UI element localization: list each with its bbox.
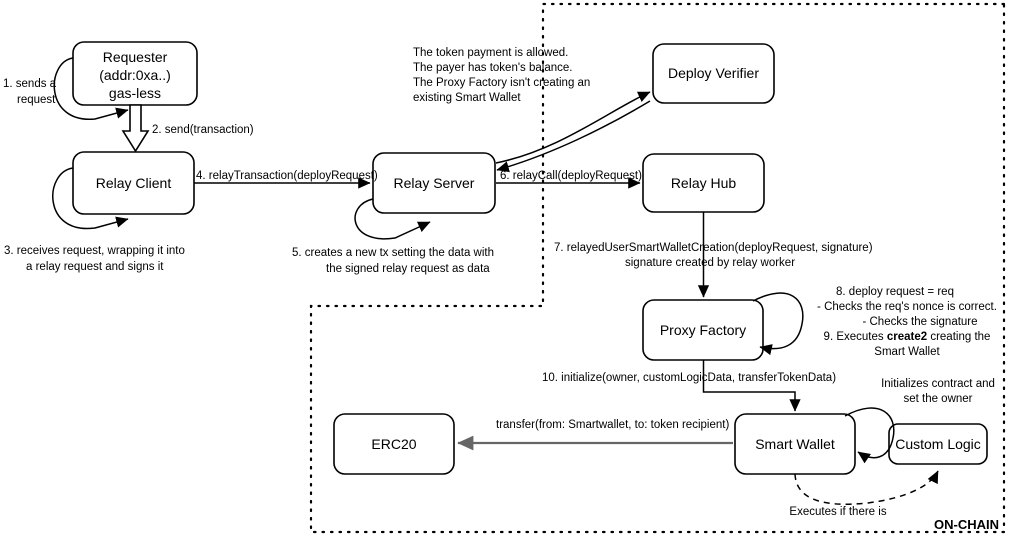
edge-label-step5-line1: 5. creates a new tx setting the data wit… [292, 247, 494, 259]
edge-label-step5-line2: the signed relay request as data [326, 263, 490, 275]
node-relay-server-label: Relay Server [394, 175, 475, 191]
edge-label-step3-line2: a relay request and signs it [26, 261, 164, 273]
node-relay-hub-label: Relay Hub [671, 175, 737, 191]
edge-proxy-factory-self-loop [752, 292, 804, 356]
edge-smart-wallet-self-loop [844, 407, 895, 464]
node-erc20[interactable]: ERC20 [333, 413, 455, 475]
note-factory-line4-pre: 9. Executes [824, 331, 887, 343]
node-relay-server-shape [372, 152, 496, 214]
on-chain-zone-label: ON-CHAIN [934, 517, 999, 532]
edge-label-step1-line1: 1. sends a [3, 78, 57, 90]
edge-label-step3-line1: 3. receives request, wrapping it into [4, 245, 185, 257]
node-requester[interactable]: Requester (addr:0xa..) gas-less [72, 41, 198, 106]
node-proxy-factory-label: Proxy Factory [660, 322, 746, 338]
note-verifier-line1: The token payment is allowed. [413, 47, 568, 59]
note-factory-line5: Smart Wallet [874, 346, 940, 358]
node-deploy-verifier-shape [652, 43, 775, 104]
edge-deploy-verifier-to-relay-server [496, 100, 651, 173]
edge-label-step1-line2: request [17, 94, 56, 106]
edge-label-step4: 4. relayTransaction(deployRequest) [196, 170, 378, 182]
note-custom-logic-line1: Initializes contract and [881, 378, 995, 390]
edge-proxy-factory-to-smart-wallet [702, 360, 801, 412]
note-factory-line4-post: creating the [927, 331, 990, 343]
node-requester-label-line2: (addr:0xa..) [99, 67, 171, 83]
node-smart-wallet[interactable]: Smart Wallet [734, 413, 856, 475]
node-erc20-shape [333, 413, 455, 475]
node-deploy-verifier-label: Deploy Verifier [668, 65, 759, 81]
hollow-arrow-shape [121, 104, 150, 153]
node-relay-hub[interactable]: Relay Hub [642, 153, 765, 213]
edge-requester-to-relay-client [121, 104, 150, 153]
edge-label-step10: 10. initialize(owner, customLogicData, t… [542, 372, 836, 384]
note-factory-line1: 8. deploy request = req [836, 286, 954, 298]
edge-requester-self-loop [53, 57, 129, 120]
note-factory-line2: - Checks the req's nonce is correct. [817, 301, 997, 313]
edge-label-executes-if: Executes if there is [789, 506, 886, 518]
edge-label-transfer: transfer(from: Smartwallet, to: token re… [496, 419, 729, 431]
node-custom-logic[interactable]: Custom Logic [888, 423, 988, 465]
node-custom-logic-shape [888, 423, 988, 465]
node-relay-client[interactable]: Relay Client [72, 151, 195, 215]
node-relay-client-label: Relay Client [96, 175, 172, 191]
node-deploy-verifier[interactable]: Deploy Verifier [652, 43, 775, 104]
node-custom-logic-label: Custom Logic [895, 436, 981, 452]
node-requester-label-line1: Requester [103, 49, 168, 65]
edge-label-step7-line2: signature created by relay worker [625, 257, 795, 269]
note-factory-line3: - Checks the signature [862, 316, 977, 328]
edge-label-step2: 2. send(transaction) [152, 124, 254, 136]
edge-relay-server-to-deploy-verifier [495, 91, 651, 164]
edge-relay-server-self-loop [354, 198, 431, 240]
note-verifier-line2: The payer has token's balance. [413, 62, 572, 74]
note-custom-logic-line2: set the owner [903, 393, 972, 405]
node-erc20-label: ERC20 [371, 436, 416, 452]
edge-relay-client-self-loop [52, 167, 129, 230]
edge-label-step6: 6. relayCall(deployRequest) [500, 170, 642, 182]
edge-smart-wallet-to-custom-logic [794, 470, 939, 505]
note-verifier-line3: The Proxy Factory isn't creating an [413, 77, 590, 89]
note-factory-line4-bold: create2 [887, 331, 927, 343]
node-smart-wallet-label: Smart Wallet [755, 436, 835, 452]
node-proxy-factory[interactable]: Proxy Factory [642, 299, 764, 361]
note-verifier-line4: existing Smart Wallet [413, 92, 521, 104]
edge-label-step7-line1: 7. relayedUserSmartWalletCreation(deploy… [554, 242, 873, 254]
node-relay-server[interactable]: Relay Server [372, 152, 496, 214]
node-requester-label-line3: gas-less [109, 85, 161, 101]
on-chain-zone-border [309, 2, 1006, 534]
note-factory-line4: 9. Executes create2 creating the [824, 331, 991, 343]
